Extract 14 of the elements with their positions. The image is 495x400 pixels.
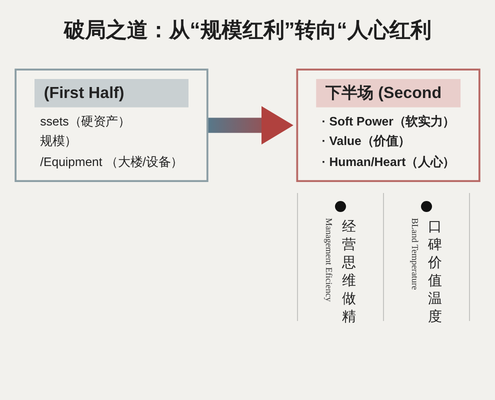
vertical-text: Management Eficiency	[324, 218, 334, 302]
list-item: · Human/Heart（人心）	[320, 153, 456, 170]
box-heading: (First Half)	[34, 79, 188, 107]
list-item: 规模）	[39, 132, 78, 150]
vertical-text: BLand Temperature	[410, 218, 420, 290]
box-heading: 下半场 (Second	[316, 79, 461, 107]
arrow	[207, 106, 294, 145]
vertical-text: 经营思维做精	[341, 218, 358, 326]
list-item: ssets（硬资产）	[39, 112, 132, 130]
list-item: · Value（价值）	[320, 132, 412, 150]
title: 破局之道：从“规模红利”转向“人心红利	[62, 18, 432, 44]
list-item: · Soft Power（软实力）	[320, 112, 456, 130]
list-item: /Equipment （大楼/设备）	[39, 153, 184, 170]
vertical-text: 口碑价值温度	[427, 218, 444, 326]
